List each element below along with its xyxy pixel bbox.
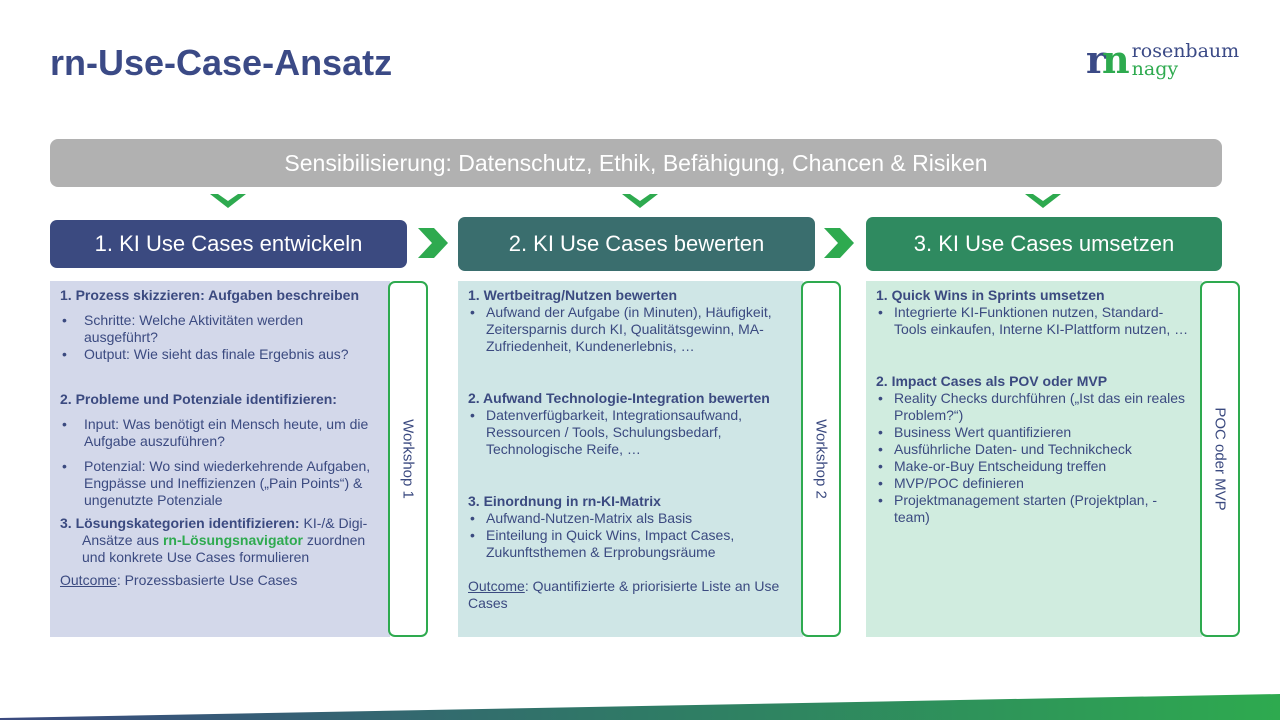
step3-header: 3. KI Use Cases umsetzen bbox=[866, 217, 1222, 271]
workshop-label: Workshop 1 bbox=[399, 419, 417, 499]
section-title: 1. Quick Wins in Sprints umsetzen bbox=[876, 287, 1105, 303]
outcome-label: Outcome bbox=[468, 578, 525, 594]
list-item: Schritte: Welche Aktivitäten werden ausg… bbox=[60, 312, 380, 346]
chevron-right-icon bbox=[418, 228, 448, 258]
list-item: Einteilung in Quick Wins, Impact Cases, … bbox=[468, 527, 793, 561]
section-3: 3. Lösungskategorien identifizieren: KI-… bbox=[60, 515, 380, 566]
step1-header: 1. KI Use Cases entwickeln bbox=[50, 220, 407, 268]
list-item: Aufwand der Aufgabe (in Minuten), Häufig… bbox=[468, 304, 793, 355]
logo-line2: nagy bbox=[1131, 58, 1179, 80]
step1-panel: 1. Prozess skizzieren: Aufgaben beschrei… bbox=[50, 281, 390, 637]
sensibilisierung-banner: Sensibilisierung: Datenschutz, Ethik, Be… bbox=[50, 139, 1222, 187]
list-item: MVP/POC definieren bbox=[876, 475, 1192, 492]
list-item: Make-or-Buy Entscheidung treffen bbox=[876, 458, 1192, 475]
step2-panel: 1. Wertbeitrag/Nutzen bewerten Aufwand d… bbox=[458, 281, 803, 637]
list-item: Aufwand-Nutzen-Matrix als Basis bbox=[468, 510, 793, 527]
list-item: Reality Checks durchführen („Ist das ein… bbox=[876, 390, 1192, 424]
outcome: Outcome: Quantifizierte & priorisierte L… bbox=[468, 578, 793, 612]
chevron-down-icon bbox=[622, 194, 658, 208]
outcome: Outcome: Prozessbasierte Use Cases bbox=[60, 572, 380, 589]
workshop-2-box: Workshop 2 bbox=[801, 281, 841, 637]
list-item: Integrierte KI-Funktionen nutzen, Standa… bbox=[876, 304, 1192, 338]
logo-line1: rosenbaum bbox=[1131, 40, 1240, 62]
workshop-1-box: Workshop 1 bbox=[388, 281, 428, 637]
chevron-down-icon bbox=[210, 194, 246, 208]
list-item: Input: Was benötigt ein Mensch heute, um… bbox=[60, 416, 380, 450]
footer-gradient-bar bbox=[0, 694, 1280, 720]
logo-mark: rn bbox=[1086, 37, 1130, 82]
list-item: Projektmanagement starten (Projektplan, … bbox=[876, 492, 1192, 526]
section-title: 2. Impact Cases als POV oder MVP bbox=[876, 373, 1108, 389]
chevron-down-icon bbox=[1025, 194, 1061, 208]
step3-panel: 1. Quick Wins in Sprints umsetzen Integr… bbox=[866, 281, 1202, 637]
section-text: zuordnen und konkrete Use Cases formulie… bbox=[82, 532, 366, 565]
outcome-label: Outcome bbox=[60, 572, 117, 588]
list-item: Business Wert quantifizieren bbox=[876, 424, 1192, 441]
page-title: rn-Use-Case-Ansatz bbox=[50, 42, 393, 83]
list-item: Potenzial: Wo sind wiederkehrende Aufgab… bbox=[60, 458, 380, 509]
workshop-label: POC oder MVP bbox=[1211, 407, 1229, 511]
list-item: Datenverfügbarkeit, Integrationsaufwand,… bbox=[468, 407, 793, 458]
poc-mvp-box: POC oder MVP bbox=[1200, 281, 1240, 637]
outcome-text: : Prozessbasierte Use Cases bbox=[116, 572, 298, 588]
section-text: KI-/& Digi-Ansätze aus bbox=[82, 515, 368, 548]
list-item: Ausführliche Daten- und Technikcheck bbox=[876, 441, 1192, 458]
section-title: 1. Prozess skizzieren: Aufgaben beschrei… bbox=[60, 287, 360, 303]
section-title: 2. Aufwand Technologie-Integration bewer… bbox=[468, 390, 770, 406]
outcome-text: : Quantifizierte & priorisierte Liste an… bbox=[468, 578, 780, 611]
loesungsnavigator-link[interactable]: rn-Lösungsnavigator bbox=[162, 532, 303, 548]
section-title: 1. Wertbeitrag/Nutzen bewerten bbox=[468, 287, 678, 303]
section-title: 3. Lösungskategorien identifizieren: bbox=[60, 515, 300, 531]
step2-header: 2. KI Use Cases bewerten bbox=[458, 217, 815, 271]
chevron-right-icon bbox=[824, 228, 854, 258]
workshop-label: Workshop 2 bbox=[812, 419, 830, 499]
section-title: 3. Einordnung in rn-KI-Matrix bbox=[468, 493, 661, 509]
section-title: 2. Probleme und Potenziale identifiziere… bbox=[60, 391, 337, 407]
list-item: Output: Wie sieht das finale Ergebnis au… bbox=[60, 346, 380, 363]
